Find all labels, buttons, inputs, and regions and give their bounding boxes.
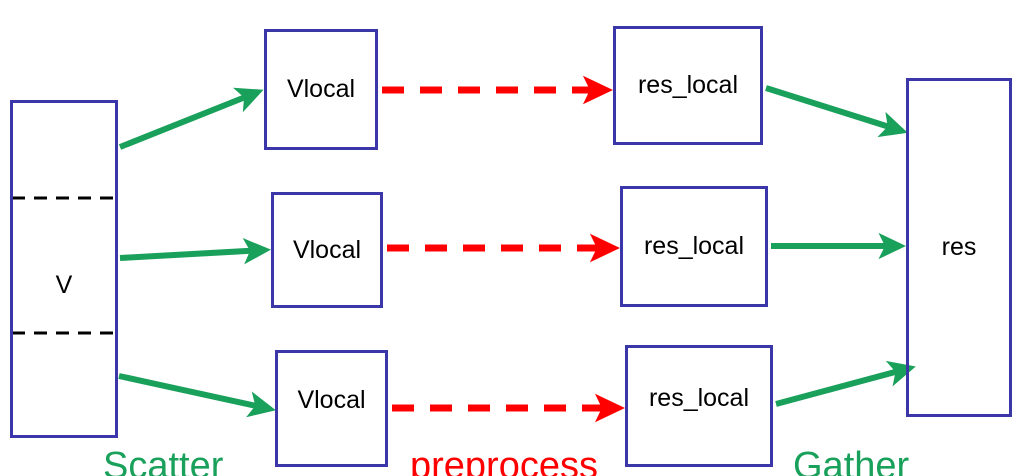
node-res-local-1[interactable]: res_local: [620, 186, 768, 307]
scatter-arrow-2: [118, 373, 276, 418]
node-v-label: V: [55, 270, 73, 299]
node-res-local-0[interactable]: res_local: [613, 26, 763, 145]
node-vlocal-1-label: Vlocal: [292, 235, 362, 264]
node-vlocal-2[interactable]: Vlocal: [275, 350, 388, 467]
caption-scatter: Scatter: [103, 445, 224, 476]
scatter-arrow-0: [118, 87, 264, 150]
node-res-local-2[interactable]: res_local: [625, 345, 773, 467]
node-vlocal-2-label: Vlocal: [297, 386, 366, 414]
node-res-label: res: [941, 233, 977, 261]
gather-arrow-0: [765, 85, 908, 138]
scatter-arrow-1: [119, 238, 271, 265]
node-res-local-1-label: res_local: [643, 232, 745, 260]
node-vlocal-0[interactable]: Vlocal: [264, 29, 378, 150]
caption-gather: Gather: [793, 445, 910, 476]
node-res[interactable]: res: [906, 78, 1012, 417]
node-vlocal-0-label: Vlocal: [286, 75, 356, 103]
node-v[interactable]: V: [10, 100, 118, 438]
gather-arrow-2: [775, 360, 916, 407]
node-res-local-2-label: res_local: [648, 383, 750, 412]
node-vlocal-1[interactable]: Vlocal: [271, 192, 383, 308]
node-res-local-0-label: res_local: [637, 71, 739, 99]
caption-process: preprocess: [410, 445, 598, 476]
